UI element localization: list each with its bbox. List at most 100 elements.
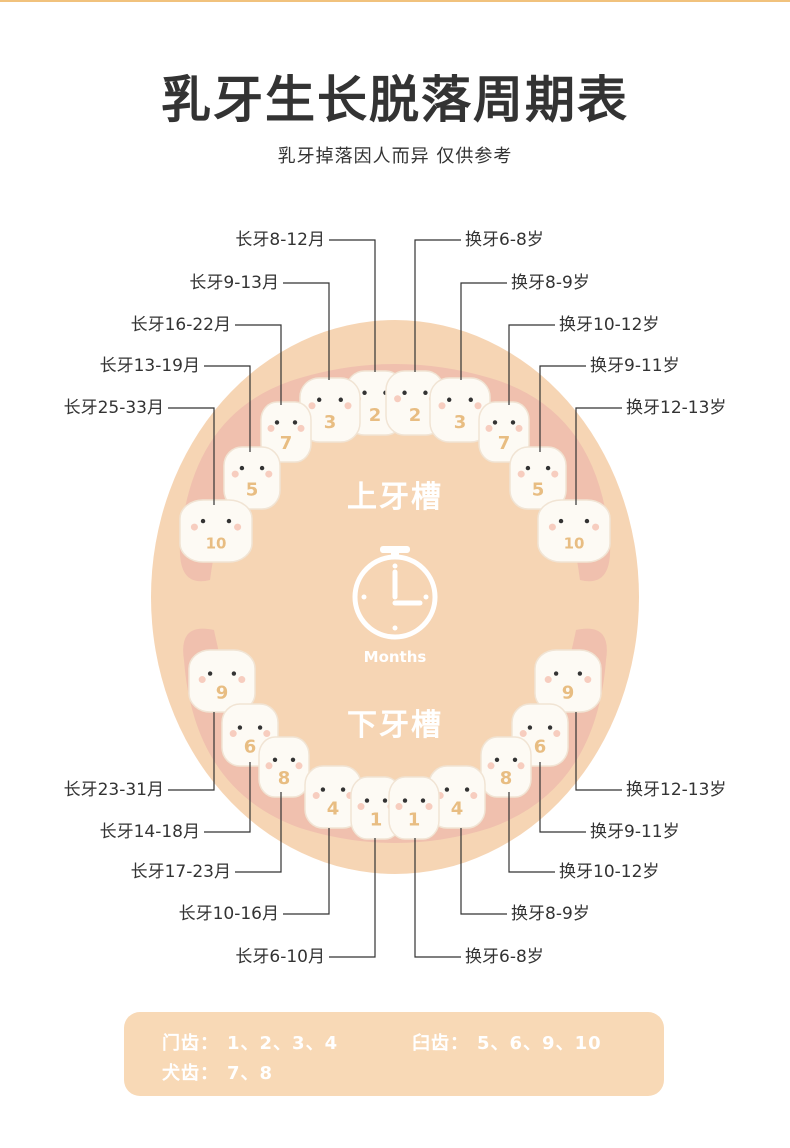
tooth-eye: [207, 671, 213, 676]
upper-left-tooth-4: 5: [223, 446, 281, 510]
tooth-eye: [420, 798, 426, 803]
tooth-blush: [517, 762, 525, 770]
tooth-blush: [297, 424, 305, 432]
lower-left-tooth-4: 4: [304, 765, 362, 829]
tooth-eye: [492, 420, 498, 425]
tooth-eye: [584, 518, 590, 524]
clock-icon: [352, 546, 438, 640]
tooth-blush: [394, 395, 402, 403]
tooth-eye: [231, 671, 237, 676]
tooth-eye: [237, 725, 243, 730]
tooth-blush: [515, 424, 523, 432]
tooth-eye: [510, 420, 516, 425]
upper-left-leader-1: [329, 239, 376, 372]
tooth-eye: [320, 787, 326, 792]
tooth-eye: [527, 725, 533, 730]
upper-right-tooth-2: 3: [429, 377, 491, 443]
legend-molars: 臼齿：5、6、9、10: [412, 1029, 602, 1055]
tooth-shape: [478, 401, 530, 463]
upper-left-label-5: 长牙25-33月: [63, 398, 164, 418]
lower-arch-label: 下牙槽: [347, 708, 443, 743]
tooth-shape: [223, 446, 281, 510]
lower-left-leader-1: [168, 712, 215, 791]
tooth-blush: [312, 792, 320, 800]
tooth-blush: [425, 803, 433, 811]
upper-right-label-1: 换牙6-8岁: [465, 230, 544, 250]
tooth-blush: [238, 676, 246, 684]
clock-months-label: Months: [363, 648, 427, 666]
upper-right-leader-5: [575, 407, 622, 505]
lower-right-leader-3: [508, 792, 555, 873]
tooth-eye: [259, 465, 265, 471]
lower-right-leader-5: [414, 838, 461, 958]
lower-right-tooth-5: 1: [388, 776, 440, 840]
tooth-eye: [340, 787, 346, 792]
lower-right-leader-2: [539, 762, 586, 833]
page-title: 乳牙生长脱落周期表: [161, 71, 629, 129]
lower-right-leader-4: [460, 828, 507, 915]
legend-incisors-value: 1、2、3、4: [227, 1033, 339, 1054]
tooth-shape: [258, 736, 310, 798]
tooth-number: 10: [206, 534, 227, 552]
tooth-shape: [179, 499, 253, 563]
tooth-eye: [525, 465, 531, 471]
tooth-eye: [577, 671, 583, 676]
tooth-eye: [257, 725, 263, 730]
lower-left-tooth-1: 9: [188, 649, 256, 713]
tooth-blush: [592, 523, 600, 531]
tooth-eye: [362, 390, 367, 395]
tooth-number: 6: [534, 736, 547, 757]
tooth-number: 2: [409, 405, 422, 426]
tooth-number: 8: [278, 768, 291, 789]
tooth-eye: [447, 397, 452, 402]
tooth-shape: [509, 446, 567, 510]
lower-left-leader-4: [283, 828, 330, 915]
tooth-number: 9: [216, 682, 229, 703]
tooth-blush: [517, 470, 525, 478]
tooth-eye: [547, 725, 553, 730]
tooth-number: 3: [324, 412, 337, 433]
upper-left-tooth-5: 10: [179, 499, 253, 563]
tooth-eye: [444, 787, 450, 792]
tooth-blush: [190, 523, 198, 531]
tooth-number: 5: [532, 479, 545, 500]
tooth-eye: [272, 757, 278, 762]
tooth-eye: [382, 798, 388, 803]
tooth-blush: [229, 730, 237, 738]
lower-right-tooth-3: 8: [480, 736, 532, 798]
lower-left-tooth-3: 8: [258, 736, 310, 798]
upper-right-leader-2: [460, 282, 507, 380]
tooth-blush: [395, 803, 403, 811]
lower-right-tooth-1: 9: [534, 649, 602, 713]
lower-left-label-1: 长牙23-31月: [63, 780, 164, 800]
tooth-eye: [402, 390, 407, 395]
upper-right-tooth-5: 10: [537, 499, 611, 563]
upper-left-label-4: 长牙13-19月: [99, 356, 200, 376]
lower-left-label-4: 长牙10-16月: [178, 904, 279, 924]
upper-left-label-1: 长牙8-12月: [235, 230, 325, 250]
upper-left-leader-5: [168, 407, 215, 505]
legend-molars-value: 5、6、9、10: [477, 1033, 602, 1054]
tooth-number: 2: [369, 405, 382, 426]
legend-canines-value: 7、8: [227, 1063, 274, 1084]
tooth-shape: [534, 649, 602, 713]
tooth-eye: [402, 798, 408, 803]
lower-right-label-2: 换牙9-11岁: [590, 822, 680, 842]
tooth-eye: [512, 757, 518, 762]
tooth-shape: [537, 499, 611, 563]
tooth-blush: [357, 803, 365, 811]
tooth-eye: [200, 518, 206, 524]
tooth-eye: [274, 420, 280, 425]
lower-left-leader-3: [235, 792, 282, 873]
upper-right-leader-3: [508, 324, 555, 405]
tooth-number: 6: [244, 736, 257, 757]
tooth-number: 1: [370, 809, 383, 830]
upper-left-tooth-3: 7: [260, 401, 312, 463]
tooth-blush: [544, 676, 552, 684]
upper-right-label-5: 换牙12-13岁: [626, 398, 727, 418]
tooth-number: 7: [280, 433, 293, 454]
tooth-eye: [558, 518, 564, 524]
tooth-blush: [308, 402, 316, 410]
tooth-blush: [470, 792, 478, 800]
